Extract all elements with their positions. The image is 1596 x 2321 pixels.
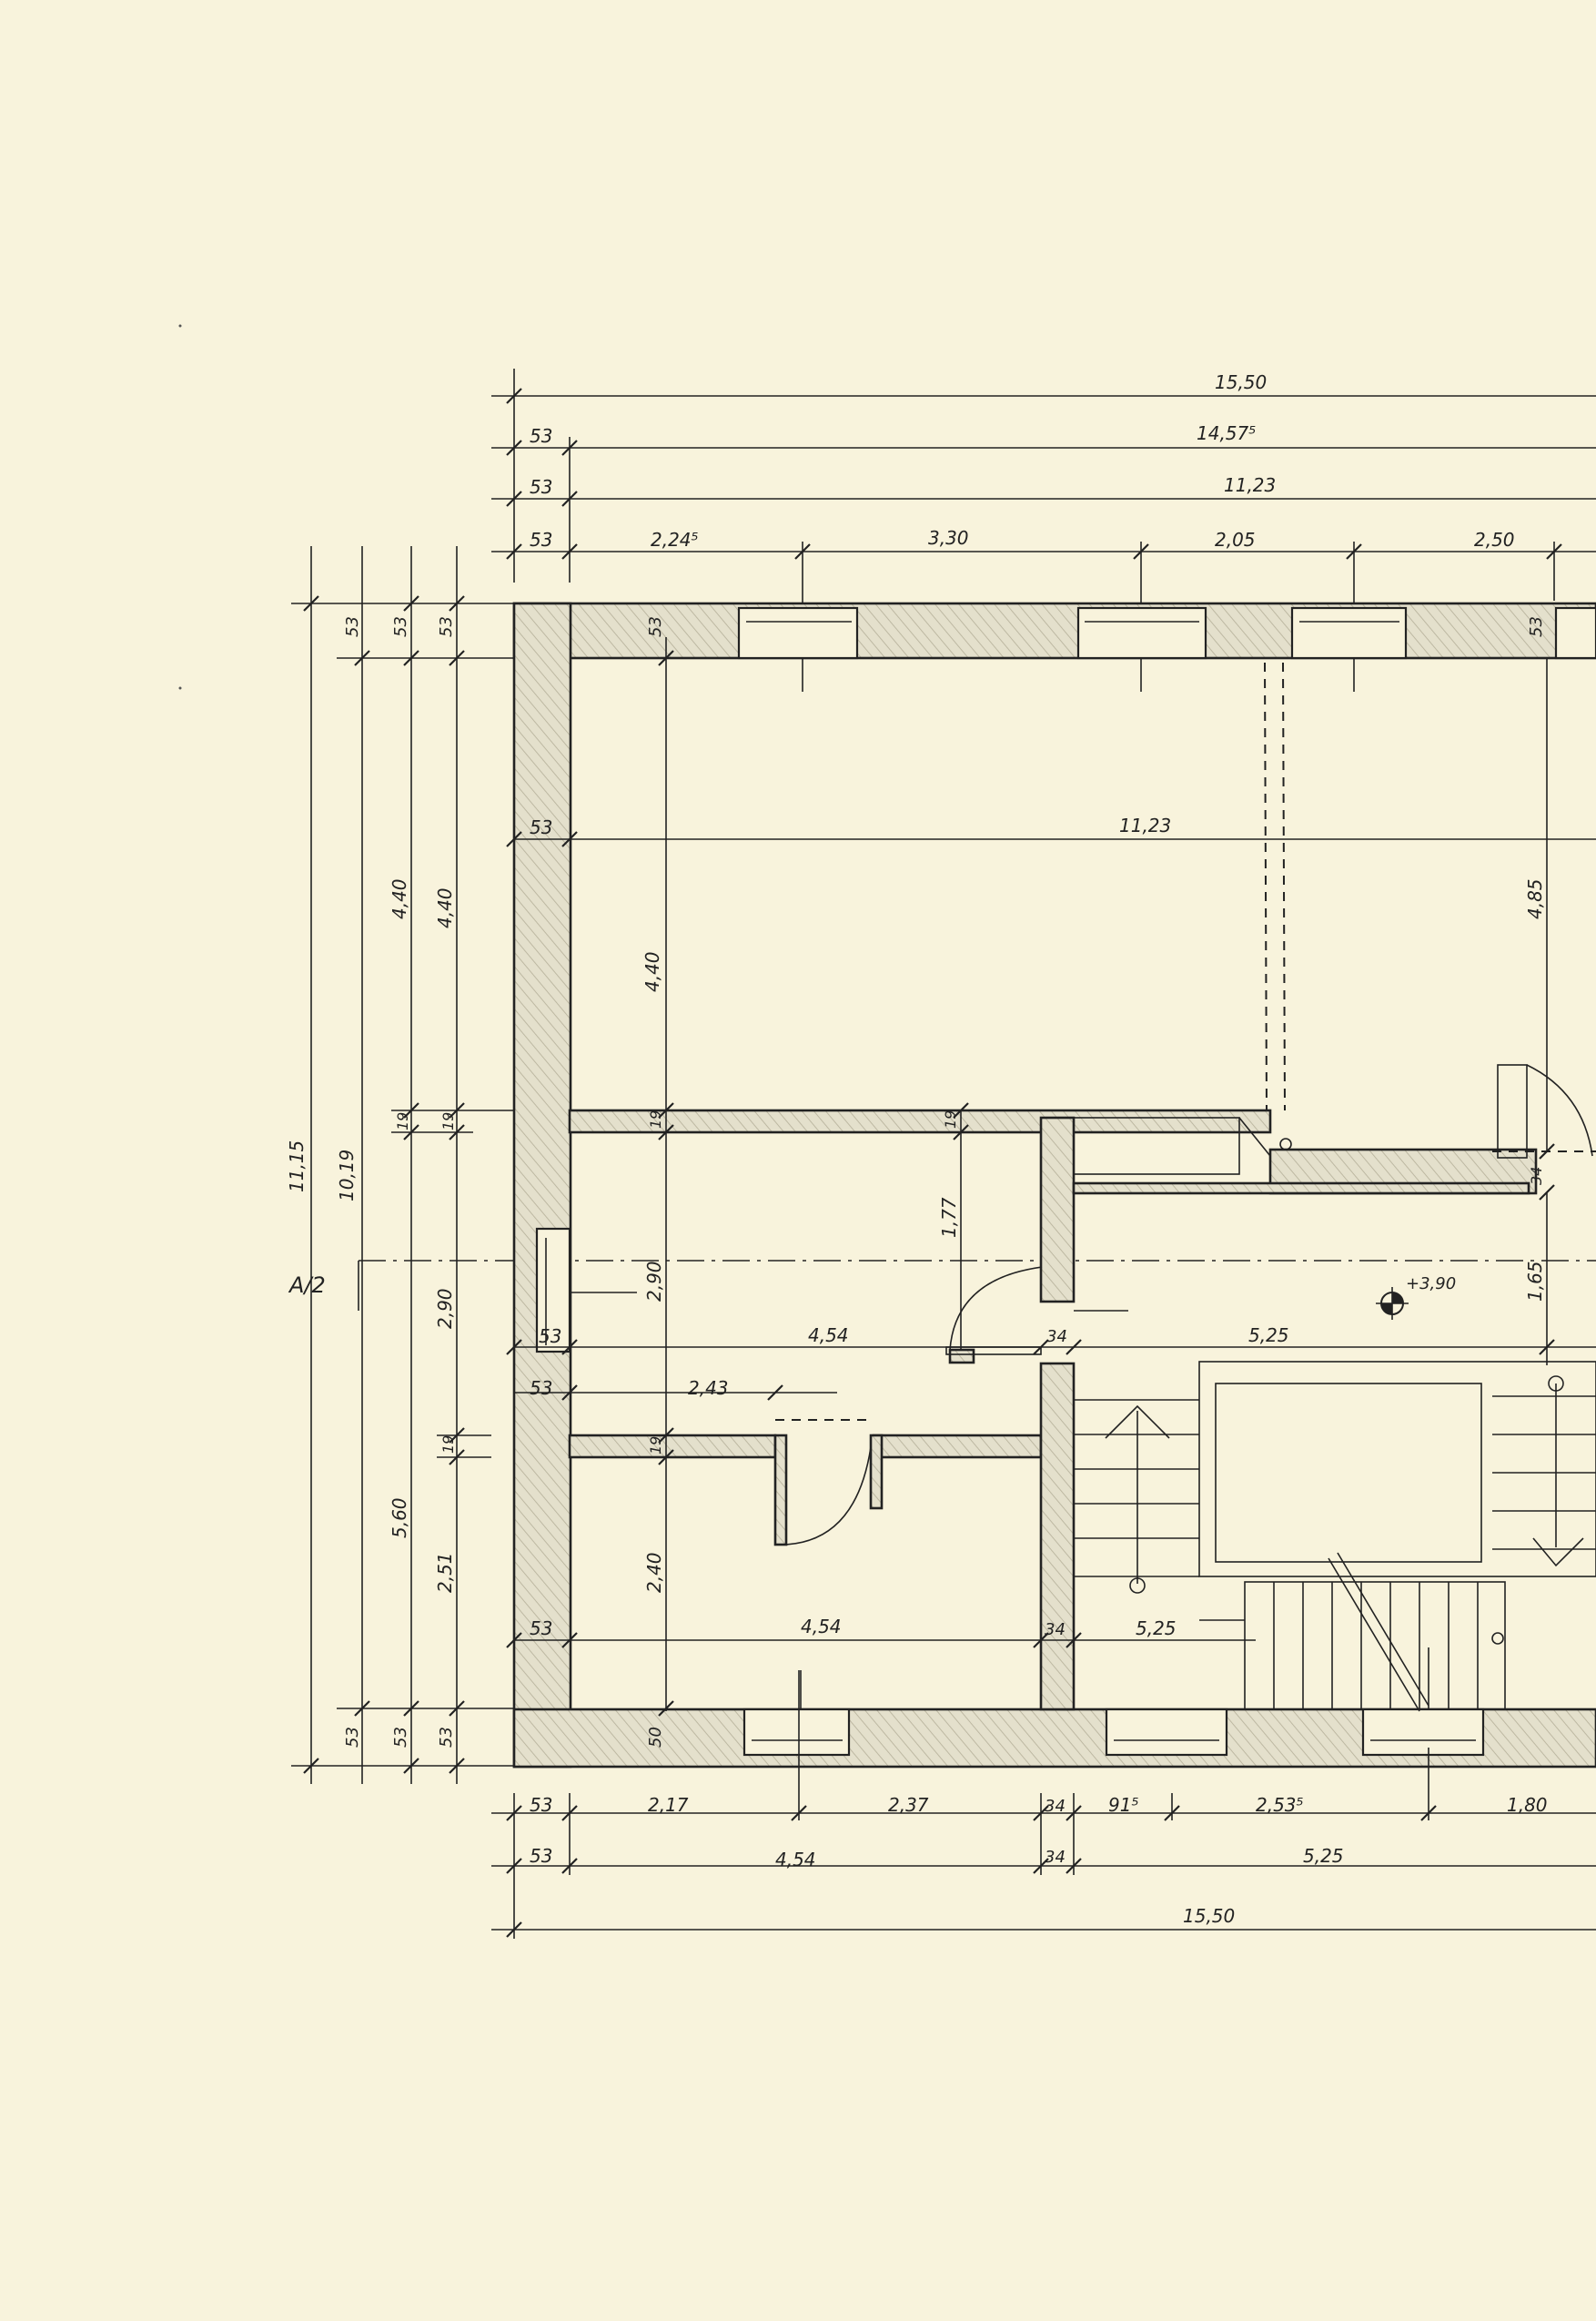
dim-int-room-right-height: 4,85	[1524, 878, 1546, 919]
dim-int-lower-width: 4,54	[801, 1616, 842, 1637]
bottom-dimensions: 53 2,17 2,37 34 91⁵ 2,53⁵ 1,80 53 4,54 3…	[491, 1670, 1596, 1939]
dim-top-seg-2: 3,30	[928, 527, 969, 549]
dim-int-mid-width: 4,54	[808, 1324, 849, 1346]
dim-left-c1-bottom: 53	[343, 1727, 362, 1748]
dim-bottom-wall-34-2: 34	[1045, 1848, 1066, 1867]
dim-bottom-seg-5: 1,80	[1507, 1794, 1548, 1816]
dim-bottom-wall-34-1: 34	[1045, 1797, 1066, 1816]
window-bottom-3	[1361, 1708, 1485, 1757]
dim-int-mid-height: 2,90	[643, 1261, 665, 1302]
dim-left-outer-total: 11,15	[286, 1140, 308, 1192]
dim-left-c2-c: 2,90	[434, 1288, 456, 1329]
windows	[535, 606, 1596, 1757]
dim-left-c1-b: 19	[394, 1112, 411, 1130]
window-top-2	[1076, 606, 1207, 660]
dim-int-corridor-height: 1,77	[938, 1197, 960, 1238]
left-dimensions: 11,15 10,19 53 4,40 19 5,60 53 53 4,40 1…	[286, 546, 573, 1784]
dim-left-c1-a: 4,40	[389, 878, 410, 919]
dim-int-wall-19-a: 19	[647, 1110, 664, 1129]
dim-left-c3-top: 53	[437, 616, 456, 637]
dim-left-c3-bottom: 53	[437, 1727, 456, 1748]
dim-top-seg-3: 2,05	[1215, 529, 1256, 551]
window-top-3	[1290, 606, 1408, 660]
dim-int-room1-height: 4,40	[641, 951, 663, 992]
window-bottom-2	[1105, 1708, 1228, 1757]
dim-left-c2-a: 4,40	[434, 887, 456, 928]
window-bottom-1	[742, 1708, 851, 1757]
dim-int-mid-wall-34: 34	[1046, 1327, 1067, 1346]
dim-int-right-wall-34: 34	[1528, 1167, 1545, 1185]
interior-dimensions: 53 53 11,23 4,40 4,85 19 19 1,77 2,90 53…	[506, 616, 1596, 1748]
dim-left-c1-top: 53	[343, 616, 362, 637]
dim-int-bottom-wall: 50	[646, 1727, 665, 1748]
dim-int-wall-19-c: 19	[647, 1436, 664, 1454]
window-top-1	[737, 606, 859, 660]
top-dimensions: 15,50 53 14,57⁵ 53 11,23 53 2,24⁵ 3,30 2…	[491, 369, 1596, 692]
dim-bottom-seg-4: 2,53⁵	[1256, 1794, 1304, 1816]
dim-top-length-3: 11,23	[1224, 474, 1276, 496]
dim-int-room1-wall: 53	[530, 816, 552, 838]
dim-int-stair-width-lower: 5,25	[1136, 1617, 1177, 1639]
dim-top-length-2: 14,57⁵	[1197, 422, 1256, 444]
dim-top-total: 15,50	[1215, 371, 1267, 393]
level-mark-label: +3,90	[1406, 1274, 1456, 1293]
paper-speck	[178, 324, 182, 328]
dim-int-wall-53-c: 53	[530, 1377, 552, 1399]
dim-bottom-seg-1: 2,17	[648, 1794, 689, 1816]
section-label: A/2	[288, 1272, 326, 1298]
dim-int-landing-height: 1,65	[1524, 1261, 1546, 1302]
dim-int-right-top-wall: 53	[1527, 616, 1546, 637]
dim-left-c2-b: 19	[439, 1112, 457, 1130]
room-details	[774, 662, 1596, 1712]
dim-int-wall-19-b: 19	[942, 1110, 959, 1129]
dim-left-c1-c: 5,60	[389, 1497, 410, 1538]
dim-top-wall-2: 53	[530, 425, 552, 447]
dim-top-seg-4: 2,50	[1474, 529, 1515, 551]
dim-int-lower-wall: 53	[530, 1617, 552, 1639]
dim-int-lower-height: 2,40	[643, 1552, 665, 1593]
dim-left-c2-bottom: 53	[391, 1727, 410, 1748]
dim-top-wall-3: 53	[530, 476, 552, 498]
paper-speck	[178, 686, 182, 690]
dim-left-c2-e: 2,51	[434, 1552, 456, 1593]
dim-int-lower-wall-34: 34	[1045, 1620, 1066, 1639]
dim-int-door-width: 2,43	[688, 1377, 729, 1399]
dim-bottom-seg-2-1: 4,54	[775, 1849, 816, 1870]
dim-bottom-wall-1: 53	[530, 1794, 552, 1816]
dim-int-mid-wall: 53	[539, 1325, 561, 1347]
dim-left-c2-d: 19	[439, 1435, 457, 1454]
dim-left-c2-top: 53	[391, 616, 410, 637]
dim-top-wall-4: 53	[530, 529, 552, 551]
dim-bottom-wall-2: 53	[530, 1845, 552, 1867]
window-top-4	[1554, 606, 1596, 660]
dim-top-seg-1: 2,24⁵	[651, 529, 699, 551]
window-left	[535, 1227, 571, 1353]
dim-bottom-seg-3: 91⁵	[1108, 1794, 1138, 1816]
dim-left-inner-total: 10,19	[336, 1150, 358, 1201]
dim-int-stair-width: 5,25	[1248, 1324, 1289, 1346]
dim-bottom-seg-2: 2,37	[888, 1794, 929, 1816]
dim-bottom-total: 15,50	[1183, 1905, 1235, 1927]
dim-int-top-wall: 53	[646, 616, 665, 637]
dim-int-room1-width: 11,23	[1119, 815, 1171, 836]
walls	[512, 602, 1596, 1769]
dim-bottom-seg-2-2: 5,25	[1303, 1845, 1344, 1867]
